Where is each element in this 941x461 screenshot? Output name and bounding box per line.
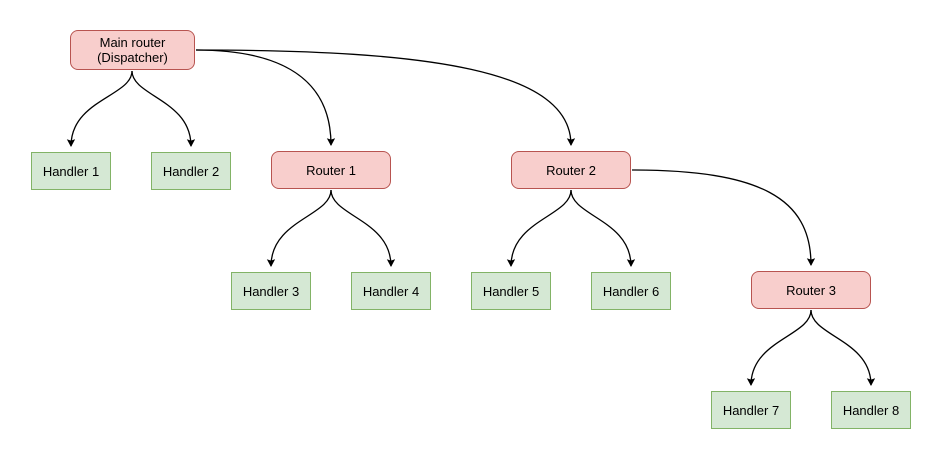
edge-r1-h3: [266, 189, 332, 268]
edge-main-h2: [131, 70, 196, 148]
node-main[interactable]: Main router (Dispatcher): [70, 30, 195, 70]
node-label-h3: Handler 3: [242, 283, 300, 299]
node-h4[interactable]: Handler 4: [351, 272, 431, 310]
node-h1[interactable]: Handler 1: [31, 152, 111, 190]
node-label-h2: Handler 2: [162, 163, 220, 179]
edge-main-r1: [195, 49, 336, 147]
edge-main-r2: [195, 49, 576, 147]
node-r3[interactable]: Router 3: [751, 271, 871, 309]
node-r1[interactable]: Router 1: [271, 151, 391, 189]
edge-r2-r3: [631, 169, 816, 267]
node-label-h8: Handler 8: [842, 402, 900, 418]
node-label-h4: Handler 4: [362, 283, 420, 299]
node-label-h1: Handler 1: [42, 163, 100, 179]
node-label-r3: Router 3: [786, 282, 836, 298]
node-label-h7: Handler 7: [722, 402, 780, 418]
node-label-main: Main router (Dispatcher): [97, 35, 168, 65]
node-h7[interactable]: Handler 7: [711, 391, 791, 429]
node-h2[interactable]: Handler 2: [151, 152, 231, 190]
edge-r2-h6: [570, 189, 636, 268]
node-h3[interactable]: Handler 3: [231, 272, 311, 310]
edge-r2-h5: [506, 189, 572, 268]
edge-r3-h7: [746, 309, 812, 387]
node-label-r1: Router 1: [306, 162, 356, 178]
edge-r3-h8: [810, 309, 876, 387]
node-h5[interactable]: Handler 5: [471, 272, 551, 310]
node-label-h5: Handler 5: [482, 283, 540, 299]
edge-main-h1: [66, 70, 133, 148]
node-label-h6: Handler 6: [602, 283, 660, 299]
node-label-r2: Router 2: [546, 162, 596, 178]
edge-paths: [66, 49, 876, 387]
node-h8[interactable]: Handler 8: [831, 391, 911, 429]
node-r2[interactable]: Router 2: [511, 151, 631, 189]
node-h6[interactable]: Handler 6: [591, 272, 671, 310]
edge-r1-h4: [330, 189, 396, 268]
